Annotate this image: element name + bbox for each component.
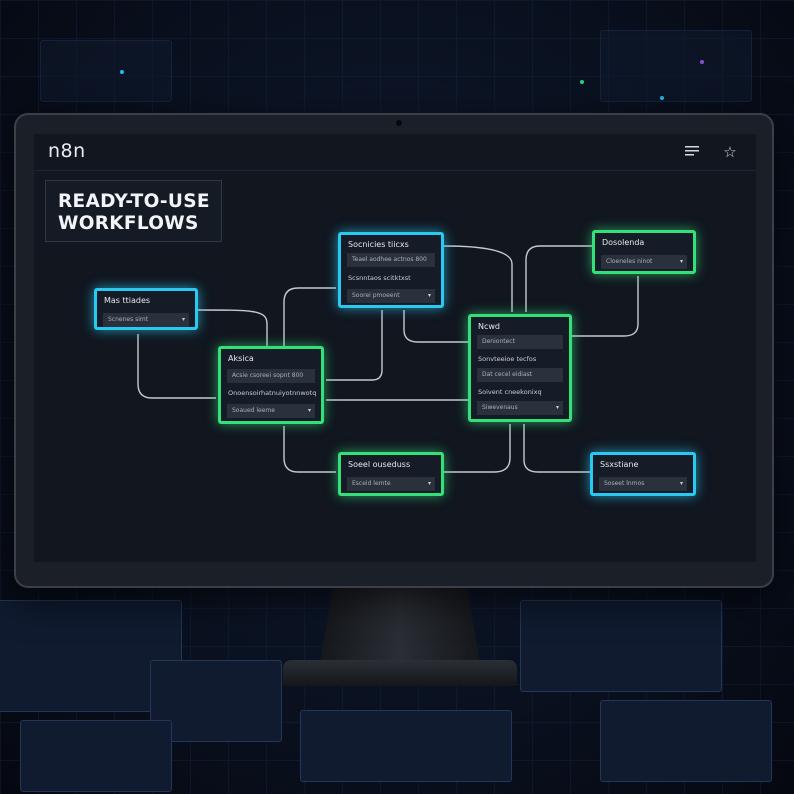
connection-line bbox=[326, 310, 383, 381]
circuit-chip bbox=[150, 660, 282, 742]
chevron-down-icon: ▾ bbox=[679, 258, 683, 265]
field-label: Acsie csoreei sopnt 800 bbox=[232, 372, 304, 379]
node-parameter-field[interactable]: Esceid lemte ▾ bbox=[347, 477, 435, 491]
n8n-logo[interactable]: n8n bbox=[48, 140, 86, 162]
field-label: Soseet lnmos bbox=[604, 480, 645, 487]
circuit-chip bbox=[520, 600, 722, 692]
node-parameter-field[interactable]: Siwevenaus ▾ bbox=[477, 401, 563, 415]
node-parameter-field[interactable]: Dat cecel eidiast bbox=[477, 368, 563, 382]
connection-line bbox=[523, 424, 590, 473]
field-label: Siwevenaus bbox=[482, 404, 518, 411]
menu-icon[interactable] bbox=[682, 142, 702, 162]
node-title: Soeel ouseduss bbox=[348, 460, 411, 469]
workflow-editor-screen: n8n ☆ READY-TO-USE WORKFLOWS Mas ttiades… bbox=[34, 134, 756, 562]
chevron-down-icon: ▾ bbox=[181, 316, 185, 323]
node-parameter-field[interactable]: Soorei pmoeent ▾ bbox=[347, 289, 435, 303]
field-label: Deniontect bbox=[482, 338, 515, 345]
connection-line bbox=[443, 245, 513, 312]
node-field-label: Scsnntaos scitktxst bbox=[348, 274, 411, 282]
connection-line bbox=[444, 424, 511, 473]
circuit-light bbox=[660, 96, 664, 100]
field-label: Soorei pmoeent bbox=[352, 292, 400, 299]
workflow-node[interactable]: Aksica Acsie csoreei sopnt 800 Onoensoir… bbox=[218, 346, 324, 424]
node-parameter-field[interactable]: Soaued leeme ▾ bbox=[227, 404, 315, 418]
hero-title-line1: READY-TO-USE bbox=[58, 191, 210, 212]
workflow-node[interactable]: Ncwd Deniontect Sonvteeioe tecfos Dat ce… bbox=[468, 314, 572, 422]
monitor-stand-base bbox=[283, 660, 517, 686]
node-parameter-field[interactable]: Acsie csoreei sopnt 800 bbox=[227, 369, 315, 383]
node-parameter-field[interactable]: Teael aodhee actnos 800 bbox=[347, 253, 435, 267]
hero-title-line2: WORKFLOWS bbox=[58, 213, 199, 234]
top-bar: n8n ☆ bbox=[34, 134, 756, 171]
field-label: Soaued leeme bbox=[232, 407, 275, 414]
workflow-node[interactable]: Dosolenda Cloeneles ninot ▾ bbox=[592, 230, 696, 274]
field-label: Cloeneles ninot bbox=[606, 258, 653, 265]
connection-line bbox=[283, 287, 336, 352]
node-parameter-field[interactable]: Scnenes simt ▾ bbox=[103, 313, 189, 327]
webcam bbox=[396, 120, 402, 126]
node-title: Mas ttiades bbox=[104, 296, 151, 305]
field-label: Scnenes simt bbox=[108, 316, 149, 323]
connection-line bbox=[572, 276, 639, 337]
circuit-chip bbox=[20, 720, 172, 792]
workflow-node[interactable]: Socnicies tiicxs Teael aodhee actnos 800… bbox=[338, 232, 444, 308]
workflow-connections bbox=[137, 245, 639, 473]
node-title: Ssxstiane bbox=[600, 460, 639, 469]
workflow-node[interactable]: Ssxstiane Soseet lnmos ▾ bbox=[590, 452, 696, 496]
chevron-down-icon: ▾ bbox=[307, 407, 311, 414]
connection-line bbox=[197, 309, 268, 348]
circuit-light bbox=[580, 80, 584, 84]
connection-line bbox=[525, 245, 592, 312]
connection-line bbox=[283, 426, 336, 473]
circuit-chip bbox=[600, 30, 752, 102]
circuit-chip bbox=[40, 40, 172, 102]
chevron-down-icon: ▾ bbox=[679, 480, 683, 487]
star-icon[interactable]: ☆ bbox=[723, 143, 737, 161]
node-field-label: Onoensoirhatnuiyotnnwotq bbox=[228, 389, 317, 397]
chevron-down-icon: ▾ bbox=[555, 404, 559, 411]
circuit-chip bbox=[600, 700, 772, 782]
workflow-node[interactable]: Mas ttiades Scnenes simt ▾ bbox=[94, 288, 198, 330]
circuit-light bbox=[120, 70, 124, 74]
node-parameter-field[interactable]: Soseet lnmos ▾ bbox=[599, 477, 687, 491]
circuit-light bbox=[700, 60, 704, 64]
circuit-chip bbox=[300, 710, 512, 782]
node-title: Socnicies tiicxs bbox=[348, 240, 409, 249]
node-title: Aksica bbox=[228, 354, 254, 363]
field-label: Teael aodhee actnos 800 bbox=[352, 256, 427, 263]
node-field-label: Soivent cneekonixq bbox=[478, 388, 542, 396]
node-title: Dosolenda bbox=[602, 238, 645, 247]
field-label: Esceid lemte bbox=[352, 480, 391, 487]
node-parameter-field[interactable]: Deniontect bbox=[477, 335, 563, 349]
monitor-stand-neck bbox=[320, 588, 480, 664]
chevron-down-icon: ▾ bbox=[427, 480, 431, 487]
hero-banner: READY-TO-USE WORKFLOWS bbox=[45, 180, 222, 242]
connection-line bbox=[137, 334, 216, 399]
workflow-node[interactable]: Soeel ouseduss Esceid lemte ▾ bbox=[338, 452, 444, 496]
node-title: Ncwd bbox=[478, 322, 501, 331]
connection-line bbox=[403, 310, 468, 343]
chevron-down-icon: ▾ bbox=[427, 292, 431, 299]
node-parameter-field[interactable]: Cloeneles ninot ▾ bbox=[601, 255, 687, 269]
field-label: Dat cecel eidiast bbox=[482, 371, 533, 378]
node-field-label: Sonvteeioe tecfos bbox=[478, 355, 537, 363]
